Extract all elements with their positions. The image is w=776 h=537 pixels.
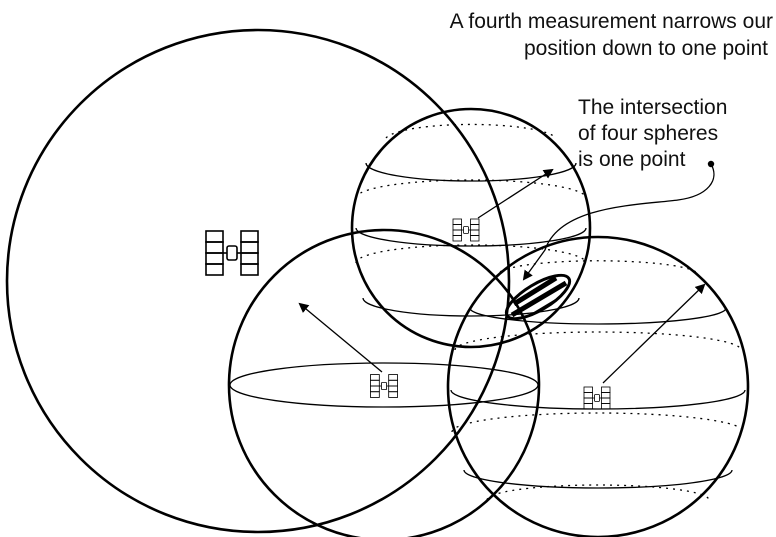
satellite-icon (370, 374, 398, 398)
sphere-middle (227, 228, 541, 537)
satellite-icon (583, 386, 611, 410)
range-arrow-middle (298, 302, 383, 373)
caption-line-2: position down to one point (524, 37, 768, 60)
satellite-icon (452, 218, 480, 242)
range-arrow-top (477, 168, 554, 219)
caption-line-1: A fourth measurement narrows our (450, 10, 773, 33)
callout-line-3: is one point (578, 148, 686, 171)
callout-pointer (522, 163, 715, 281)
sphere-top (350, 107, 592, 349)
callout-line-1: The intersection (578, 96, 727, 119)
range-arrow-right (602, 283, 706, 384)
sphere-right (446, 235, 750, 537)
callout-line-2: of four spheres (578, 122, 718, 145)
sphere-large (5, 28, 511, 534)
satellite-icon (205, 230, 259, 276)
